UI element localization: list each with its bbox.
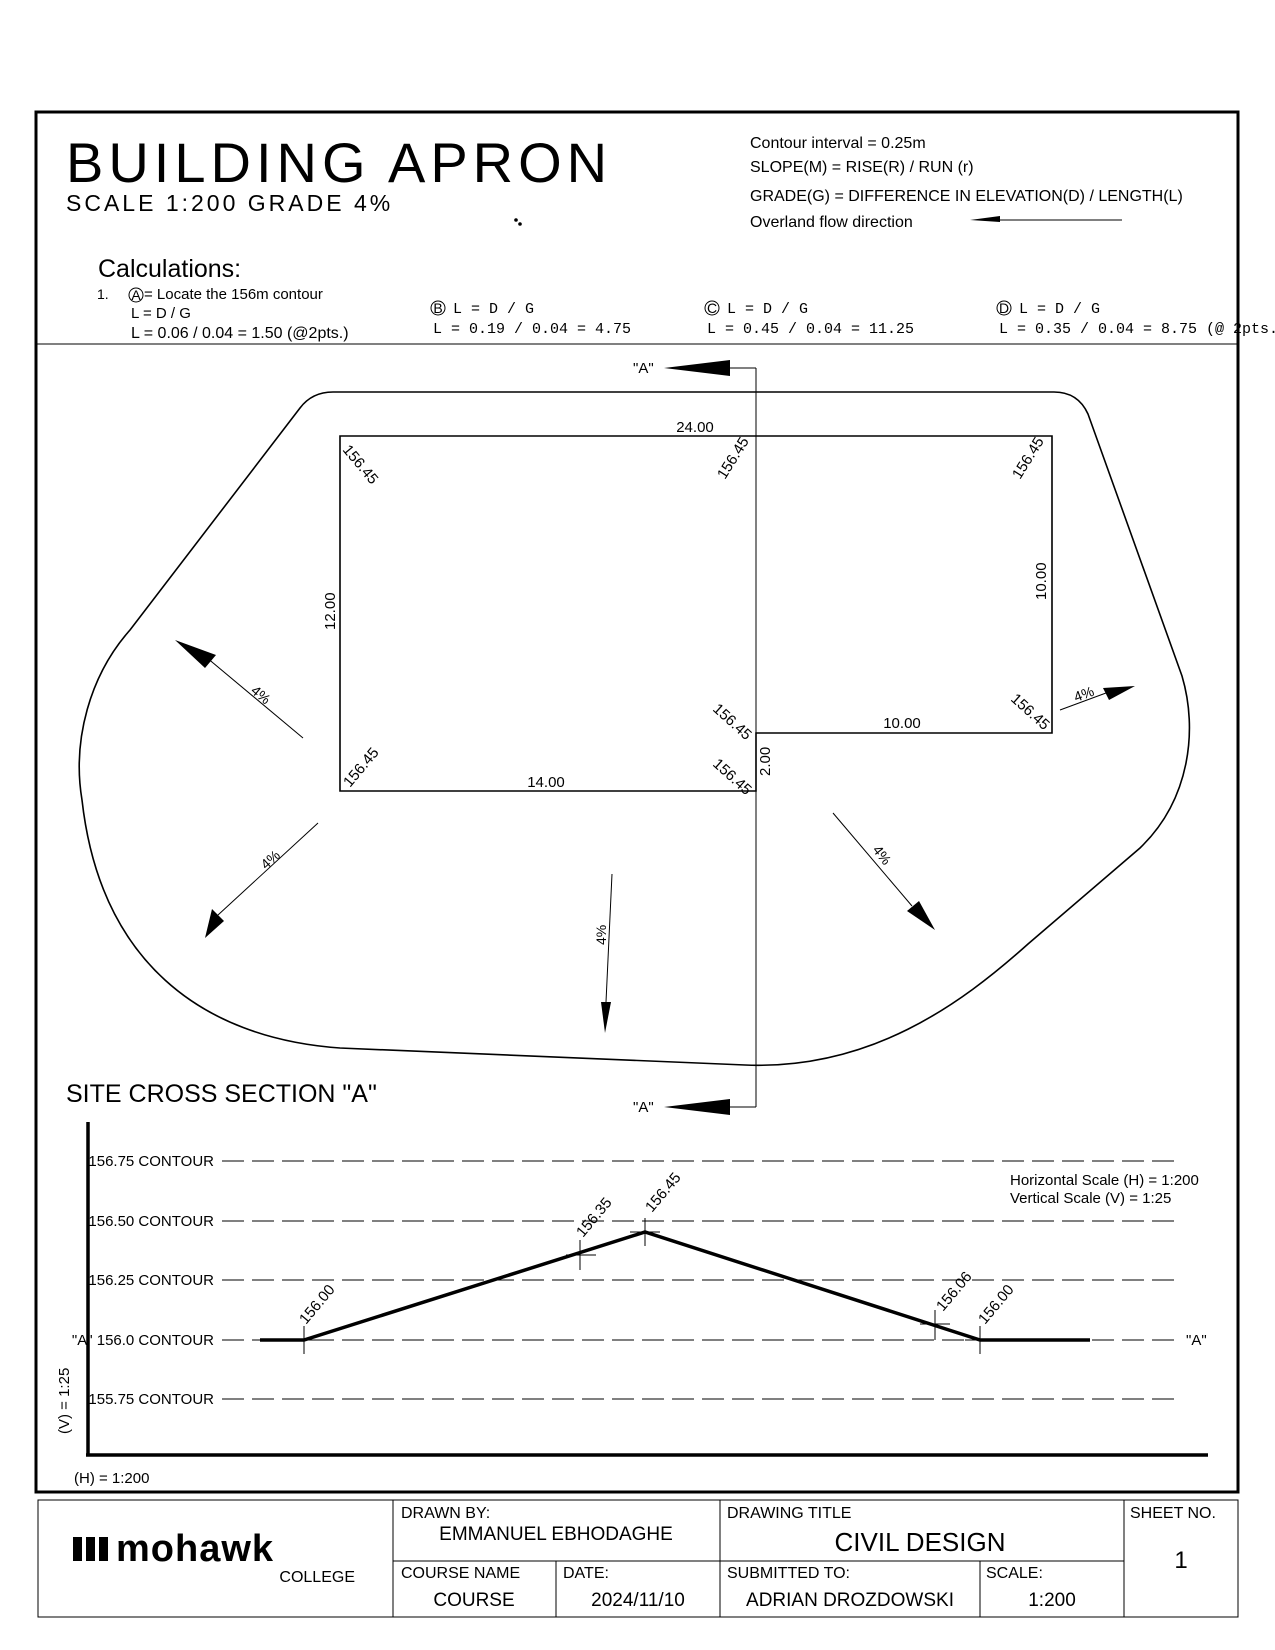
profile-point-label: 156.06: [933, 1268, 976, 1314]
section-line-a: [664, 360, 757, 1115]
calc-marker-a: A: [128, 287, 144, 303]
contour-label: 156.25 CONTOUR: [88, 1272, 214, 1289]
drawing-title-label: DRAWING TITLE: [727, 1505, 851, 1522]
dim-step-vertical: 2.00: [757, 747, 774, 776]
section-title: SITE CROSS SECTION "A": [66, 1080, 377, 1108]
elevation-label: 156.45: [339, 442, 382, 488]
calc-c-line1: L = D / G: [727, 301, 808, 318]
course-name-value: COURSE: [433, 1590, 514, 1611]
svg-text:B: B: [433, 300, 442, 316]
note-flow: Overland flow direction: [750, 214, 913, 231]
flow-legend-arrow: [970, 216, 1122, 222]
flow-grade-label: 4%: [593, 925, 609, 945]
calc-heading: Calculations:: [98, 255, 241, 283]
note-contour-interval: Contour interval = 0.25m: [750, 135, 926, 152]
dim-bottom: 14.00: [527, 774, 565, 791]
dim-top: 24.00: [676, 419, 714, 436]
contour-label: 156.50 CONTOUR: [88, 1213, 214, 1230]
calc-d-line2: L = 0.35 / 0.04 = 8.75 (@ 2pts.): [999, 321, 1275, 338]
elevation-label: 156.45: [714, 434, 753, 482]
drawn-by-label: DRAWN BY:: [401, 1505, 490, 1522]
drawing-frame: [34, 110, 1240, 1494]
dots-mark: [514, 218, 522, 226]
flow-arrow-upper-left: [175, 640, 304, 739]
drawn-by-value: EMMANUEL EBHODAGHE: [439, 1524, 673, 1545]
svg-text:A: A: [131, 287, 141, 303]
elevation-label: 156.45: [709, 700, 754, 743]
note-grade: GRADE(G) = DIFFERENCE IN ELEVATION(D) / …: [750, 188, 1183, 205]
date-value: 2024/11/10: [591, 1590, 685, 1611]
logo-subtitle: COLLEGE: [279, 1569, 355, 1586]
flow-grade-label: 4%: [870, 842, 895, 868]
sheet-number-value: 1: [1174, 1547, 1187, 1574]
flow-grade-label: 4%: [257, 847, 283, 872]
scale-value: 1:200: [1028, 1590, 1076, 1611]
profile-point-label: 156.45: [642, 1169, 685, 1215]
elevation-label: 156.45: [709, 755, 754, 798]
elevation-label: 156.45: [1007, 690, 1052, 733]
apron-outline: [78, 391, 1191, 1067]
profile-point-label: 156.35: [573, 1194, 616, 1240]
contour-label: "A" 156.0 CONTOUR: [72, 1332, 214, 1349]
drawing-heading: BUILDING APRON: [66, 131, 612, 194]
calc-a-line2: L = D / G: [131, 305, 191, 322]
calc-b-line2: L = 0.19 / 0.04 = 4.75: [433, 321, 631, 338]
elevation-label: 156.45: [340, 744, 383, 790]
contour-label: 156.75 CONTOUR: [88, 1153, 214, 1170]
svg-text:C: C: [707, 300, 717, 316]
building-footprint: [339, 435, 1053, 792]
calc-d-line1: L = D / G: [1019, 301, 1100, 318]
date-label: DATE:: [563, 1565, 609, 1582]
flow-grade-label: 4%: [248, 682, 274, 707]
svg-text:D: D: [999, 300, 1009, 316]
vertical-scale-note: Vertical Scale (V) = 1:25: [1010, 1190, 1171, 1207]
scale-label: SCALE:: [986, 1565, 1043, 1582]
dim-right: 10.00: [1033, 562, 1050, 600]
dim-step-horizontal: 10.00: [883, 715, 921, 732]
submitted-to-value: ADRIAN DROZDOWSKI: [746, 1590, 954, 1611]
section-marker-bottom: "A": [633, 1099, 654, 1116]
vertical-axis-label: (V) = 1:25: [56, 1368, 73, 1434]
calc-c-line2: L = 0.45 / 0.04 = 11.25: [707, 321, 914, 338]
flow-grade-label: 4%: [1072, 683, 1096, 705]
title-block: [37, 1499, 1239, 1618]
calc-marker-b: B: [430, 300, 446, 316]
flow-arrow-bottom: [601, 873, 613, 1033]
course-name-label: COURSE NAME: [401, 1565, 520, 1582]
calc-marker-d: D: [996, 300, 1012, 316]
submitted-to-label: SUBMITTED TO:: [727, 1565, 850, 1582]
flow-arrow-lower-right: [832, 812, 935, 930]
calc-marker-c: C: [704, 300, 720, 316]
profile-point-label: 156.00: [975, 1281, 1018, 1327]
mohawk-logo: mohawk: [73, 1528, 274, 1570]
calc-item-number: 1.: [97, 286, 109, 302]
horizontal-axis-label: (H) = 1:200: [74, 1470, 149, 1487]
drawing-subheading: SCALE 1:200 GRADE 4%: [66, 190, 393, 216]
calc-a-line1: = Locate the 156m contour: [144, 286, 323, 303]
elevation-label: 156.45: [1009, 434, 1048, 482]
calc-b-line1: L = D / G: [453, 301, 534, 318]
svg-text:mohawk: mohawk: [116, 1528, 274, 1570]
note-slope: SLOPE(M) = RISE(R) / RUN (r): [750, 159, 974, 176]
section-marker-top: "A": [633, 360, 654, 377]
flow-arrow-right: [1059, 686, 1135, 711]
flow-arrow-lower-left: [205, 822, 319, 938]
calc-a-line3: L = 0.06 / 0.04 = 1.50 (@2pts.): [131, 325, 349, 342]
horizontal-scale-note: Horizontal Scale (H) = 1:200: [1010, 1172, 1199, 1189]
sheet-number-label: SHEET NO.: [1130, 1505, 1216, 1522]
profile-ticks: [288, 1218, 995, 1354]
profile-point-label: 156.00: [296, 1281, 339, 1327]
dim-left: 12.00: [322, 592, 339, 630]
section-end-marker: "A": [1186, 1332, 1207, 1349]
drawing-title-value: CIVIL DESIGN: [835, 1527, 1006, 1557]
contour-label: 155.75 CONTOUR: [88, 1391, 214, 1408]
